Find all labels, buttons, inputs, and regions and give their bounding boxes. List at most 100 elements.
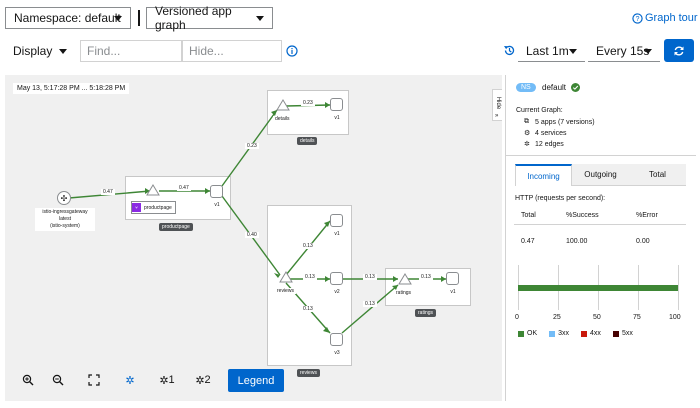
legend-swatch bbox=[581, 330, 588, 337]
chevron-down-icon bbox=[256, 16, 264, 21]
refresh-button[interactable] bbox=[664, 39, 694, 62]
find-input[interactable]: Find... bbox=[80, 40, 182, 62]
ratings-app-node[interactable] bbox=[398, 273, 412, 285]
axis-tick-0: 0 bbox=[515, 314, 519, 321]
details-v1-node[interactable] bbox=[330, 98, 343, 111]
value-error: 0.00 bbox=[636, 238, 650, 245]
axis-tick-75: 75 bbox=[633, 314, 641, 321]
productpage-v1-label: v1 bbox=[214, 202, 220, 208]
value-total: 0.47 bbox=[521, 238, 535, 245]
time-range-dropdown[interactable]: Last 1m bbox=[518, 40, 585, 62]
graph-type-dropdown[interactable]: Versioned app graph bbox=[146, 4, 273, 32]
axis-tick-50: 50 bbox=[593, 314, 601, 321]
productpage-app-node[interactable] bbox=[146, 184, 160, 196]
details-app-node[interactable] bbox=[276, 99, 290, 111]
legend-button[interactable]: Legend bbox=[228, 369, 284, 392]
legend-4xx-label: 4xx bbox=[590, 330, 601, 337]
graph-tour-label: Graph tour bbox=[645, 12, 698, 24]
help-circle-icon: ? bbox=[632, 12, 643, 24]
legend-5xx: 5xx bbox=[612, 330, 633, 337]
edges-count: ✲ 12 edges bbox=[524, 140, 564, 149]
zoom-out-button[interactable] bbox=[45, 369, 71, 391]
refresh-interval-dropdown[interactable]: Every 15s bbox=[588, 40, 660, 62]
axis-tick-100: 100 bbox=[669, 314, 681, 321]
legend-swatch bbox=[518, 330, 524, 337]
http-bar-chart bbox=[518, 265, 679, 310]
gateway-icon: ✣ bbox=[60, 193, 68, 203]
tab-outgoing[interactable]: Outgoing bbox=[572, 164, 629, 186]
col-header-total: Total bbox=[521, 212, 536, 219]
history-icon bbox=[504, 45, 515, 56]
graph-edges bbox=[68, 102, 446, 334]
zoom-to-fit-button[interactable] bbox=[81, 369, 107, 391]
http-title: HTTP (requests per second): bbox=[515, 195, 606, 202]
graph-tour-link[interactable]: ? Graph tour bbox=[632, 11, 698, 25]
col-header-error: %Error bbox=[636, 212, 658, 219]
edge-label-reviews-v3: 0.13 bbox=[301, 306, 315, 312]
toolbar-divider bbox=[138, 10, 140, 26]
edge-label-details-v1: 0.23 bbox=[301, 100, 315, 106]
ratings-v1-node[interactable] bbox=[446, 272, 459, 285]
reviews-v2-node[interactable] bbox=[330, 272, 343, 285]
zoom-out-icon bbox=[52, 374, 64, 386]
edge-label-reviews-v1: 0.13 bbox=[301, 243, 315, 249]
apps-count: ⧉ 5 apps (7 versions) bbox=[524, 118, 595, 126]
edge-label-reviews-v2: 0.13 bbox=[303, 274, 317, 280]
display-dropdown[interactable]: Display bbox=[5, 40, 75, 62]
productpage-v1-node[interactable] bbox=[210, 185, 223, 198]
hide-placeholder: Hide... bbox=[189, 44, 224, 58]
services-icon: ⚙ bbox=[524, 130, 531, 137]
legend-3xx: 3xx bbox=[549, 330, 569, 337]
services-count: ⚙ 4 services bbox=[524, 129, 567, 138]
zoom-in-button[interactable] bbox=[15, 369, 41, 391]
details-group-label: details bbox=[297, 137, 318, 145]
legend-ok-label: OK bbox=[527, 330, 538, 337]
topology-icon: ✲ bbox=[195, 374, 205, 387]
table-divider bbox=[514, 224, 686, 225]
reviews-v2-label: v2 bbox=[334, 289, 340, 295]
gateway-label-line3: (istio-system) bbox=[50, 223, 80, 229]
topology-icon: ✲ bbox=[159, 374, 169, 387]
edge-label-ratings: 0.13 bbox=[363, 274, 377, 280]
layout-default-button[interactable]: ✲ bbox=[117, 369, 143, 391]
tab-total[interactable]: Total bbox=[629, 164, 686, 186]
edge-label-gateway-productpage: 0.47 bbox=[101, 189, 115, 195]
refresh-interval-label: Every 15s bbox=[596, 43, 650, 58]
check-circle-icon bbox=[571, 83, 580, 92]
reviews-v3-label: v3 bbox=[334, 350, 340, 356]
namespace-name: default bbox=[542, 83, 567, 92]
legend-3xx-label: 3xx bbox=[558, 330, 570, 337]
edge-label-ratings-v1: 0.13 bbox=[419, 274, 433, 280]
chevron-down-icon bbox=[644, 48, 652, 54]
graph-canvas[interactable]: May 13, 5:17:28 PM ... 5:18:28 PM bbox=[5, 75, 502, 401]
namespace-dropdown[interactable]: Namespace: default bbox=[5, 7, 131, 29]
expand-icon bbox=[88, 374, 100, 386]
topology-icon: ✲ bbox=[125, 374, 135, 387]
legend-ok: OK bbox=[518, 330, 537, 337]
layout-2-button[interactable]: ✲2 bbox=[187, 369, 219, 391]
layout-1-button[interactable]: ✲1 bbox=[151, 369, 183, 391]
value-success: 100.00 bbox=[566, 238, 588, 245]
sync-icon bbox=[674, 45, 684, 56]
edge-label-reviews: 0.40 bbox=[245, 232, 259, 238]
graph-type-label: Versioned app graph bbox=[155, 4, 232, 32]
hide-input[interactable]: Hide... bbox=[182, 40, 282, 62]
info-icon[interactable] bbox=[286, 45, 298, 57]
gateway-node[interactable]: ✣ bbox=[57, 191, 71, 205]
namespace-dropdown-label: Namespace: default bbox=[14, 11, 121, 25]
reviews-v1-node[interactable] bbox=[330, 214, 343, 227]
edge-label-details: 0.23 bbox=[245, 143, 259, 149]
hide-panel-tab[interactable]: Hide » bbox=[492, 89, 502, 121]
reviews-app-label: reviews bbox=[275, 288, 296, 294]
tab-incoming[interactable]: Incoming bbox=[515, 164, 572, 186]
namespace-badge: NS bbox=[516, 83, 536, 92]
axis-tick-25: 25 bbox=[553, 314, 561, 321]
details-app-box[interactable] bbox=[267, 90, 349, 135]
productpage-group-label: productpage bbox=[159, 223, 193, 231]
reviews-app-node[interactable] bbox=[279, 271, 293, 283]
apps-count-text: 5 apps (7 versions) bbox=[535, 118, 595, 126]
reviews-v3-node[interactable] bbox=[330, 333, 343, 346]
layout-1-label: 1 bbox=[168, 374, 175, 386]
edge-label-v3-ratings: 0.13 bbox=[363, 301, 377, 307]
chevrons-right-icon: » bbox=[495, 113, 499, 119]
